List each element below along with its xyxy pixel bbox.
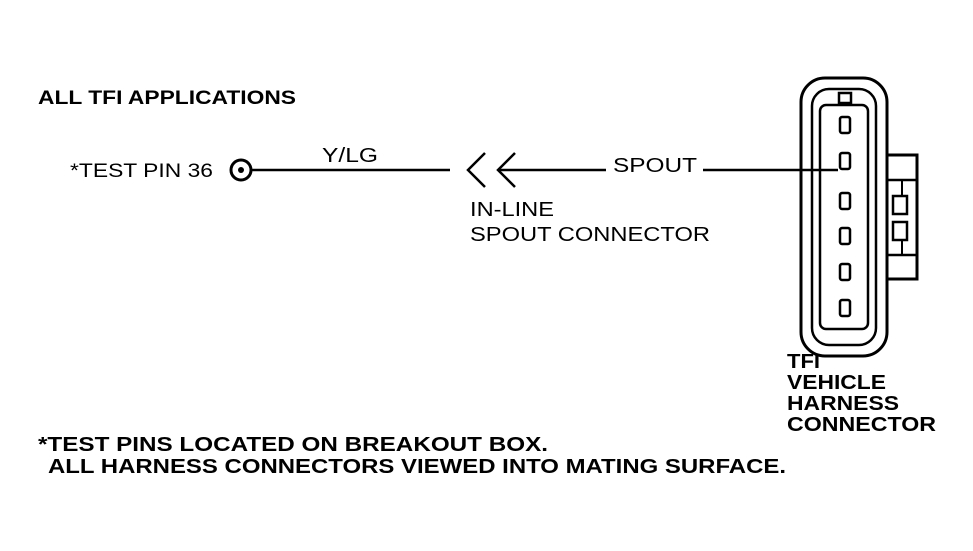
inline-connector-label-line1: IN-LINE (470, 199, 554, 221)
footnote-line2: ALL HARNESS CONNECTORS VIEWED INTO MATIN… (48, 456, 786, 478)
harness-connector-label-line3: HARNESS (787, 393, 899, 415)
wire-color-label: Y/LG (322, 145, 378, 167)
diagram-title: ALL TFI APPLICATIONS (38, 88, 296, 109)
harness-connector-pin-3 (838, 191, 852, 211)
harness-connector-pin-6 (838, 298, 852, 318)
harness-connector-cavity (818, 103, 870, 331)
test-pin-symbol (229, 158, 253, 182)
harness-connector-inner-wall (810, 87, 878, 347)
harness-connector-outer-body (799, 76, 889, 358)
harness-connector-pin-4 (838, 226, 852, 246)
harness-connector-pin-2 (838, 151, 852, 171)
harness-connector-label-line2: VEHICLE (787, 372, 886, 394)
test-pin-label: *TEST PIN 36 (70, 161, 213, 182)
harness-connector-pin-1 (838, 115, 852, 135)
spout-signal-label: SPOUT (613, 155, 697, 177)
harness-connector-key-notch (837, 91, 853, 105)
harness-connector-label-line1: TFI (787, 351, 820, 373)
footnote-line1: *TEST PINS LOCATED ON BREAKOUT BOX. (38, 434, 548, 456)
harness-connector-latch (885, 153, 919, 281)
inline-connector-label-line2: SPOUT CONNECTOR (470, 224, 710, 246)
harness-connector (799, 76, 919, 358)
harness-connector-label-line4: CONNECTOR (787, 414, 937, 436)
harness-connector-pin-5 (838, 262, 852, 282)
